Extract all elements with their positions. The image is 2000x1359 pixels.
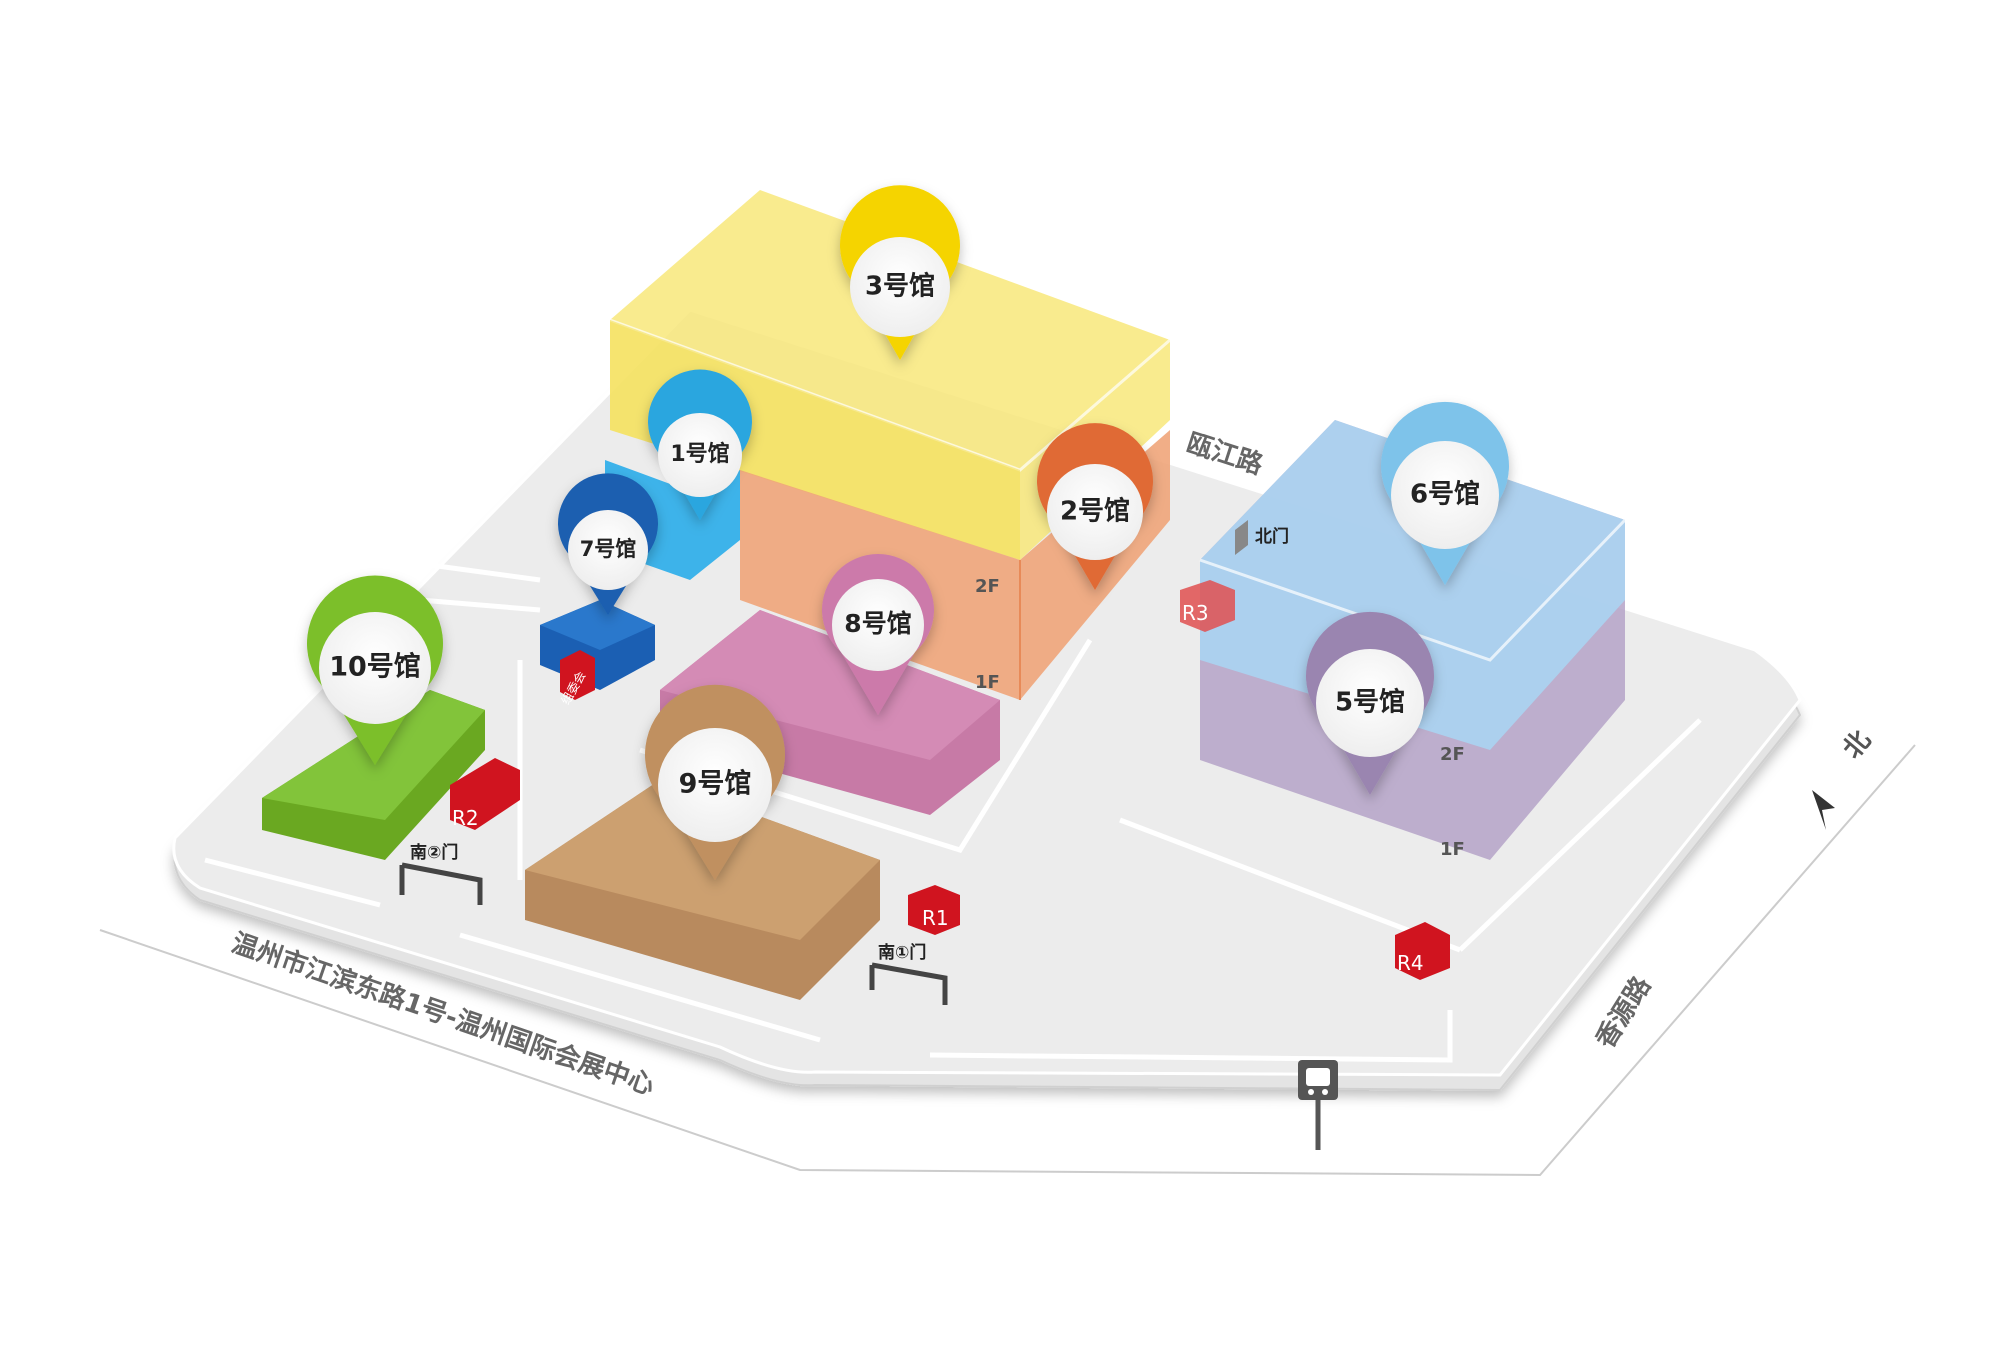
pin-hall-2[interactable]: 2号馆 bbox=[1037, 423, 1154, 590]
outer-road-line bbox=[99, 744, 1916, 1177]
hall-9-building[interactable] bbox=[525, 780, 880, 1000]
hall-7-building[interactable]: 组委会 bbox=[540, 600, 655, 707]
pin-hall-1[interactable]: 1号馆 bbox=[648, 369, 752, 520]
svg-text:南①门: 南①门 bbox=[878, 942, 926, 963]
pin-hall-9[interactable]: 9号馆 bbox=[645, 684, 785, 880]
hall-8-building[interactable] bbox=[660, 610, 1000, 815]
north-arrow-icon: 北 bbox=[1812, 725, 1877, 830]
svg-text:R3: R3 bbox=[1182, 601, 1209, 625]
pin-hall-7-label: 7号馆 bbox=[580, 537, 637, 561]
pin-hall-10[interactable]: 10号馆 bbox=[307, 575, 443, 765]
svg-text:北门: 北门 bbox=[1255, 526, 1289, 547]
pin-hall-7[interactable]: 7号馆 bbox=[558, 473, 658, 615]
pin-hall-9-label: 9号馆 bbox=[679, 768, 752, 800]
pin-hall-8-label: 8号馆 bbox=[844, 609, 911, 638]
pin-hall-6-label: 6号馆 bbox=[1410, 479, 1480, 510]
pin-hall-2-label: 2号馆 bbox=[1060, 496, 1130, 527]
floor-label-1f-hall5: 1F bbox=[1440, 839, 1465, 860]
pin-hall-6[interactable]: 6号馆 bbox=[1381, 401, 1509, 585]
gate-north[interactable]: 北门 bbox=[1235, 520, 1289, 555]
committee-box bbox=[560, 650, 595, 700]
marker-r2[interactable]: R2 bbox=[450, 758, 520, 830]
marker-r4[interactable]: R4 bbox=[1395, 922, 1450, 980]
svg-text:R1: R1 bbox=[922, 906, 949, 930]
floor-label-2f: 2F bbox=[975, 576, 1000, 597]
gate-south-2[interactable]: 南②门 bbox=[399, 842, 483, 905]
compass-label: 北 bbox=[1837, 725, 1877, 764]
road-label-xiangyuan: 香源路 bbox=[1590, 970, 1658, 1053]
marker-r1[interactable]: R1 bbox=[908, 885, 960, 935]
floor-label-2f-hall5: 2F bbox=[1440, 744, 1465, 765]
pin-hall-5-label: 5号馆 bbox=[1335, 687, 1405, 718]
floor-label-1f: 1F bbox=[975, 672, 1000, 693]
pin-hall-1-label: 1号馆 bbox=[670, 441, 729, 467]
pin-hall-8[interactable]: 8号馆 bbox=[822, 553, 934, 715]
svg-text:南②门: 南②门 bbox=[410, 842, 458, 863]
pin-hall-10-label: 10号馆 bbox=[329, 651, 421, 683]
pin-hall-3[interactable]: 3号馆 bbox=[840, 185, 961, 360]
pin-hall-5[interactable]: 5号馆 bbox=[1306, 611, 1434, 795]
marker-r3[interactable]: R3 bbox=[1180, 580, 1235, 632]
svg-text:R4: R4 bbox=[1397, 951, 1424, 975]
svg-text:R2: R2 bbox=[452, 806, 479, 830]
pin-hall-3-label: 3号馆 bbox=[865, 271, 935, 302]
gate-south-1[interactable]: 南①门 bbox=[869, 942, 948, 1005]
bus-stop-icon[interactable] bbox=[1298, 1060, 1338, 1150]
